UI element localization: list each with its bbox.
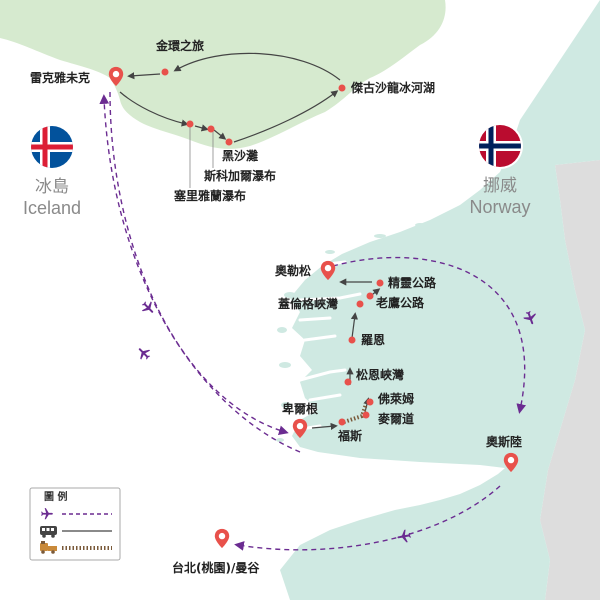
label-geirangerfjord: 蓋倫格峽灣 <box>278 296 338 311</box>
label-jokulsarlon: 傑古沙龍冰河湖 <box>350 80 435 95</box>
label-bergen: 卑爾根 <box>282 401 318 416</box>
country-norway-zh: 挪威 <box>483 176 517 196</box>
country-iceland-zh: 冰島 <box>35 177 69 197</box>
leader-lines <box>189 126 214 188</box>
train-icon <box>40 541 57 554</box>
flight-routes <box>99 91 527 551</box>
bus-icon <box>40 526 57 538</box>
label-oslo: 奧斯陸 <box>485 434 522 449</box>
iceland-land <box>0 0 446 149</box>
flam-railway <box>343 403 368 424</box>
label-myrdal: 麥爾道 <box>377 411 414 426</box>
country-norway-en: Norway <box>469 197 530 217</box>
label-voss: 福斯 <box>337 428 362 443</box>
label-trollstigen: 精靈公路 <box>388 275 437 290</box>
legend: 圖 例 <box>29 487 121 561</box>
legend-title: 圖 例 <box>44 490 67 503</box>
islands <box>276 223 425 442</box>
sweden-land <box>540 160 600 600</box>
label-eagle-road: 老鷹公路 <box>376 295 425 310</box>
country-iceland-en: Iceland <box>23 198 81 218</box>
stop-dots <box>161 68 384 426</box>
label-flam: 佛萊姆 <box>377 391 414 406</box>
label-alesund: 奧勒松 <box>274 263 311 278</box>
taipei-pin <box>214 528 230 549</box>
label-skogafoss: 斯科加爾瀑布 <box>204 168 276 183</box>
iceland-ground-route <box>119 52 341 143</box>
label-sognefjord: 松恩峽灣 <box>356 367 404 382</box>
label-reykjavik: 雷克雅未克 <box>30 70 90 85</box>
iceland-flag <box>29 124 75 170</box>
label-taipei-bangkok: 台北(桃園)/曼谷 <box>172 560 260 575</box>
label-seljalandsfoss: 塞里雅蘭瀑布 <box>174 188 246 203</box>
label-loen: 羅恩 <box>361 332 385 347</box>
norway-flag <box>477 123 523 169</box>
label-black-beach: 黑沙灘 <box>222 148 258 163</box>
label-golden-circle: 金環之旅 <box>155 38 204 53</box>
fjords <box>293 260 362 432</box>
